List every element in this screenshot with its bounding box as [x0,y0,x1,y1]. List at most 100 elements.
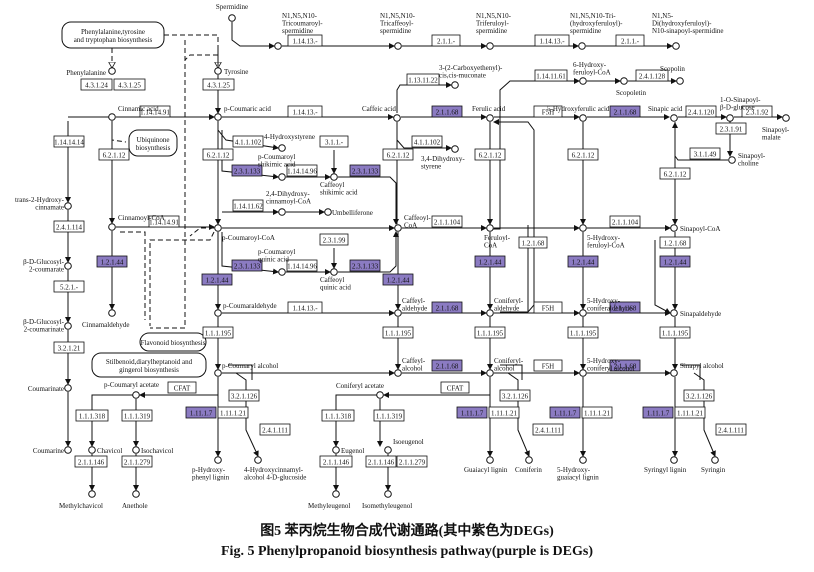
compound-sinapoylglucose[interactable]: 1-O-Sinapoyl-β-D-glucose [720,96,761,122]
enzyme-box[interactable]: 1.11.1.21 [217,406,249,419]
enzyme-box-deg[interactable]: 2.1.1.68 [609,301,641,314]
enzyme-box[interactable]: 3.2.1.126 [228,389,260,402]
enzyme-box[interactable]: 4.3.1.25 [113,78,146,91]
enzyme-box[interactable]: 2.4.1.111 [715,423,747,436]
compound-glucosyl2coumarate[interactable]: β-D-Glucosyl-2-coumarate [23,258,72,274]
compound-sinapylalcohol[interactable]: Sinapyl alcohol [670,362,724,377]
compound-scopoletin[interactable]: Scopoletin [616,77,646,97]
enzyme-box-deg[interactable]: 1.2.1.44 [96,255,128,268]
compound-cinnamic[interactable]: Cinnamic acid [108,105,159,121]
enzyme-box[interactable]: 2.1.1.- [431,34,461,47]
enzyme-box[interactable]: 1.14.14.91 [148,215,180,228]
enzyme-box[interactable]: 1.14.11.62 [232,199,264,212]
enzyme-box[interactable]: 4.1.1.102 [411,135,443,148]
compound-coumarinate[interactable]: Coumarinate [28,384,72,393]
enzyme-box[interactable]: 3.2.1.21 [53,341,85,354]
compound-caffeylaldehyde[interactable]: Caffeyl-aldehyde [394,297,428,317]
enzyme-box-deg[interactable]: 2.3.1.133 [231,164,263,177]
compound-carboxyethenyl[interactable]: 3-(2-Carboxyethenyl)-cis,cis-muconate [439,64,503,89]
compound-tyrosine[interactable]: Tyrosine [214,67,249,76]
enzyme-box[interactable]: 2.4.1.111 [532,423,564,436]
enzyme-box[interactable]: 2.1.1.146 [319,455,353,468]
compound-sinapoylcholine[interactable]: Sinapoyl-choline [728,152,766,168]
enzyme-box[interactable]: 2.1.1.146 [74,455,108,468]
enzyme-box[interactable]: F5H [533,301,563,314]
enzyme-box[interactable]: 5.2.1.- [53,280,85,293]
enzyme-box-deg[interactable]: 2.3.1.133 [349,164,381,177]
compound-triferuloyl[interactable]: N1,N5,N10-Triferuloyl-spermidine [476,12,512,50]
enzyme-box[interactable]: 2.1.1.146 [365,455,397,468]
enzyme-box[interactable]: 1.11.1.21 [488,406,520,419]
compound-isoeugenol[interactable]: Isoeugenol [384,438,424,454]
enzyme-box-deg[interactable]: 1.2.1.44 [382,273,414,286]
compound-hydroxyconiferaldehyde[interactable]: 5-Hydroxy-coniferaldehyde [579,297,632,317]
compound-feruloylcoa[interactable]: Feruloyl-CoA [484,224,511,250]
compound-guaiacyllignin[interactable]: Guaiacyl lignin [464,456,508,474]
enzyme-box-deg[interactable]: 2.1.1.68 [431,105,463,118]
enzyme-box[interactable]: 4.3.1.24 [80,78,113,91]
compound-dihydroxycinnamoyl[interactable]: 2,4-Dihydroxy-cinnamoyl-CoA [266,190,311,216]
enzyme-box[interactable]: 6.2.1.12 [98,148,130,161]
compound-cinnamaldehyde[interactable]: Cinnamaldehyde [82,309,129,329]
compound-pcoumaraldehyde[interactable]: p-Coumaraldehyde [214,302,277,317]
compound-hydroxystyrene[interactable]: 4-Hydroxystyrene [264,133,315,152]
compound-sinapoylmalate[interactable]: Sinapoyl-malate [762,114,790,142]
enzyme-box[interactable]: 1.11.1.21 [581,406,613,419]
compound-syringyllignin[interactable]: Syringyl lignin [644,456,687,474]
compound-coniferylaldehyde[interactable]: Coniferyl-aldehyde [486,297,524,317]
enzyme-box[interactable]: 2.1.1.104 [431,215,463,228]
map-link-m3[interactable]: Flavonoid biosynthesis [139,332,207,352]
enzyme-box-deg[interactable]: 1.2.1.44 [474,255,506,268]
compound-cinnamoylcoa[interactable]: Cinnamoyl-CoA [108,214,165,231]
compound-pcoumarylacetate[interactable]: p-Coumaryl acetate [104,381,159,399]
compound-pcoumaric[interactable]: p-Coumaric acid [214,105,272,121]
enzyme-box[interactable]: 1.1.1.195 [382,326,414,339]
enzyme-box[interactable]: 1.1.1.319 [373,409,405,422]
enzyme-box[interactable]: 1.1.1.195 [202,326,234,339]
compound-sinapaldehyde[interactable]: Sinapaldehyde [670,309,722,318]
compound-phydroxyphenyllignin[interactable]: p-Hydroxy-phenyl lignin [192,456,230,482]
compound-phenylalanine[interactable]: Phenylalanine [66,67,116,77]
compound-coniferylalcohol[interactable]: Coniferyl-alcohol [486,357,524,377]
enzyme-box[interactable]: 2.1.1.104 [609,215,641,228]
enzyme-box[interactable]: F5H [533,359,563,372]
enzyme-box-deg[interactable]: 2.1.1.68 [609,105,641,118]
enzyme-box[interactable]: 1.14.13.- [287,34,323,47]
enzyme-box[interactable]: 2.4.1.120 [685,105,717,118]
enzyme-box[interactable]: 1.1.1.318 [75,409,109,422]
enzyme-box[interactable]: 3.2.1.126 [499,389,531,402]
enzyme-box[interactable]: 1.14.14.14 [53,135,85,148]
enzyme-box[interactable]: 6.2.1.12 [202,148,234,161]
enzyme-box-deg[interactable]: 1.2.1.44 [567,255,599,268]
compound-isochavicol[interactable]: Isochavicol [132,446,174,455]
compound-tricoumaroyl[interactable]: N1,N5,N10-Tricoumaroyl-spermidine [274,12,324,50]
enzyme-box[interactable]: 2.3.1.92 [741,105,773,118]
compound-pcoumarylalcohol[interactable]: p-Coumaryl alcohol [214,362,279,377]
enzyme-box[interactable]: 1.1.1.319 [121,409,153,422]
enzyme-box[interactable]: 1.2.1.68 [659,236,691,249]
enzyme-box[interactable]: 1.14.14.96 [286,164,318,177]
enzyme-box[interactable]: 2.3.1.99 [319,233,349,246]
enzyme-box[interactable]: 2.1.1.279 [121,455,153,468]
compound-methyleugenol[interactable]: Methyleugenol [308,490,350,510]
compound-hydroxyconiferylalcohol[interactable]: 5-Hydroxy-coniferyl alcohol [579,357,635,377]
compound-coniferin[interactable]: Coniferin [515,456,542,474]
enzyme-box[interactable]: 3.1.1.- [319,135,349,148]
enzyme-box[interactable]: 2.1.1.- [615,34,645,47]
enzyme-box[interactable]: 6.2.1.12 [659,167,691,180]
enzyme-box-deg[interactable]: 2.1.1.68 [431,359,463,372]
compound-scopolin[interactable]: Scopolin [660,65,685,85]
enzyme-box[interactable]: 1.1.1.318 [321,409,355,422]
compound-dihydroxyferuloyl[interactable]: N1,N5-Di(hydroxyferuloyl)-N10-sinapoyl-s… [652,12,724,50]
compound-hydroxyferuloylcoa6[interactable]: 6-Hydroxy-feruloyl-CoA [573,61,611,85]
compound-coniferylacetate[interactable]: Coniferyl acetate [336,382,384,399]
enzyme-box[interactable]: CFAT [440,381,470,394]
compound-ferulic[interactable]: Ferulic acid [472,105,506,122]
compound-sinapoylcoa[interactable]: Sinapoyl-CoA [670,224,721,233]
enzyme-box[interactable]: 2.4.1.111 [259,423,291,436]
enzyme-box-deg[interactable]: 2.1.1.68 [609,359,641,372]
enzyme-box[interactable]: 4.1.1.102 [232,135,264,148]
